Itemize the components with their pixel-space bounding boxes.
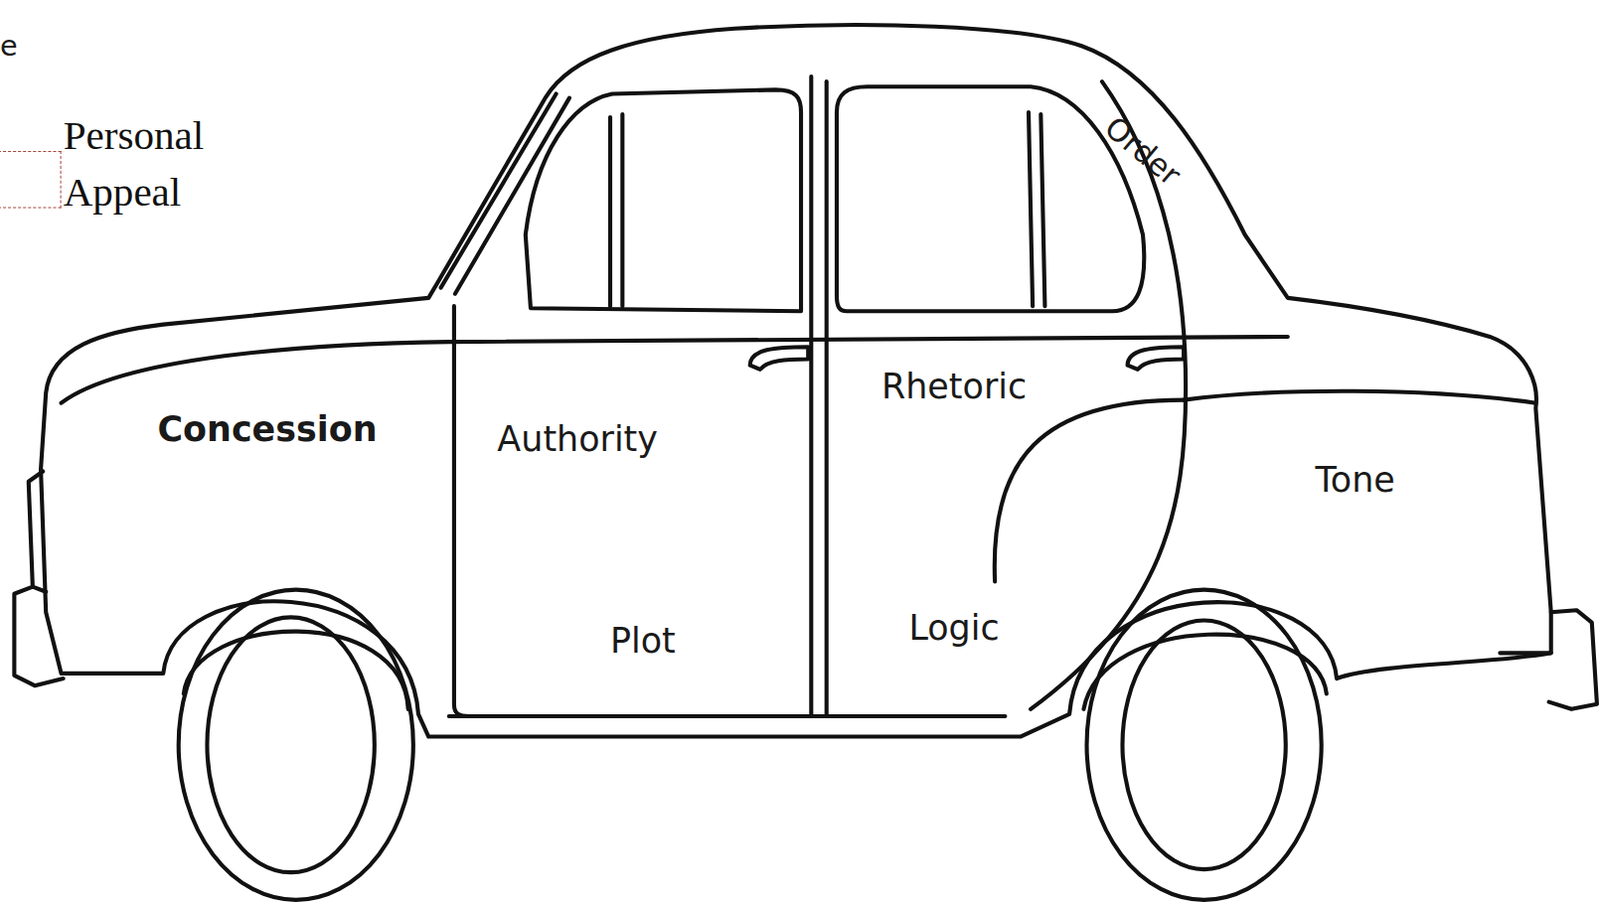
windshield <box>441 93 570 294</box>
front-bumper <box>13 472 63 687</box>
belt-line <box>61 336 1288 404</box>
rear-fender-curve <box>994 400 1184 583</box>
window-line <box>610 114 623 307</box>
part-label: Tone <box>1314 459 1395 500</box>
rear-fender-line <box>1183 391 1536 404</box>
front-hub <box>206 617 374 873</box>
part-label: Logic <box>908 607 999 648</box>
car-body <box>40 24 1552 738</box>
door-handle <box>750 346 809 370</box>
part-label: Plot <box>610 620 676 661</box>
front-window <box>525 89 801 312</box>
part-label: Rhetoric <box>881 365 1027 407</box>
rear-tire <box>1087 590 1322 901</box>
front-tire <box>178 590 414 901</box>
callout-box: Personal Appeal <box>0 107 276 222</box>
wheel-arch <box>1083 635 1326 710</box>
callout-text: Personal Appeal <box>63 107 268 222</box>
part-label: e <box>0 28 18 63</box>
part-label: Concession <box>157 408 377 450</box>
dashed-box <box>0 151 62 209</box>
rear-hub <box>1121 620 1285 870</box>
rocker-line <box>449 714 1006 719</box>
door-handle <box>1127 346 1184 370</box>
b-pillar <box>808 76 813 715</box>
rear-window <box>836 86 1144 312</box>
wheel-arch <box>183 632 409 710</box>
part-label: Authority <box>496 418 658 460</box>
rear-door <box>824 81 829 715</box>
front-door <box>454 306 470 717</box>
window-line <box>1028 112 1045 307</box>
rear-bumper <box>1499 610 1598 710</box>
